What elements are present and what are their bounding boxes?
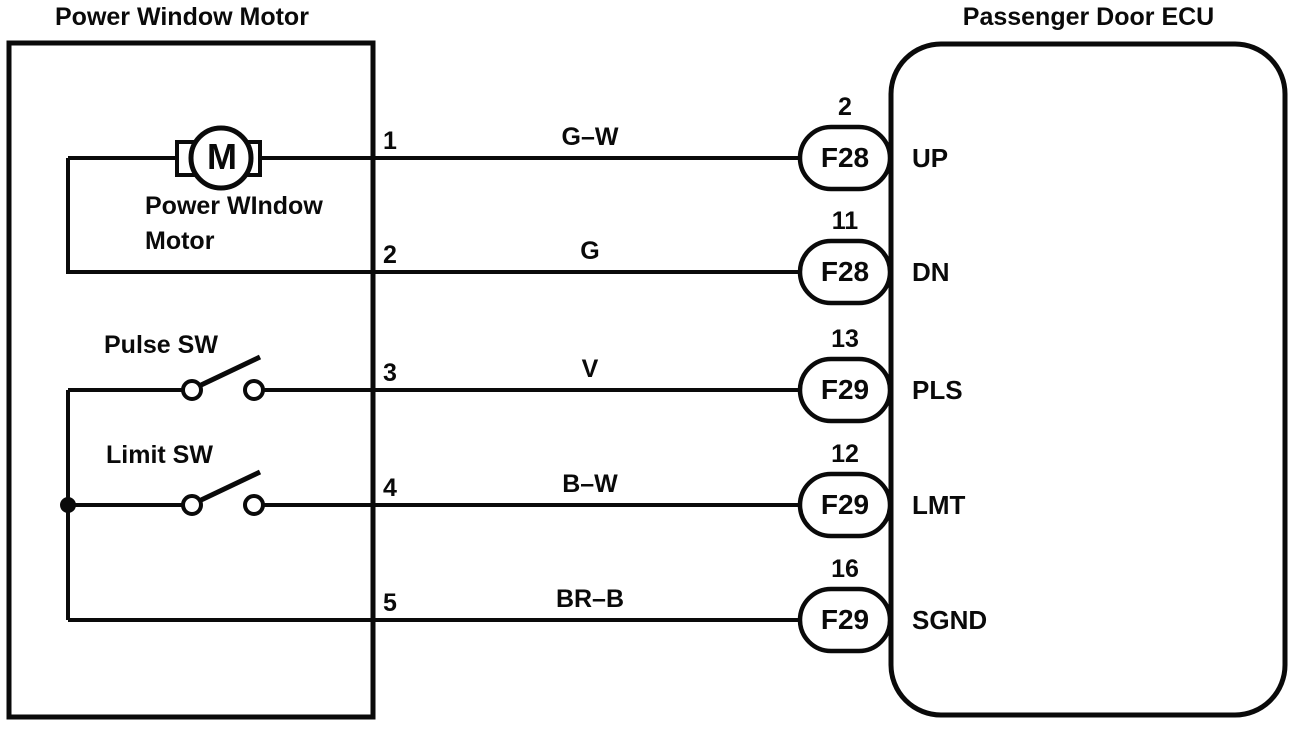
left-box-title: Power Window Motor xyxy=(55,3,309,31)
wire-number: 2 xyxy=(383,241,397,269)
ecu-pin-label: DN xyxy=(912,257,950,287)
pulse-switch-icon xyxy=(181,354,265,401)
wire-color-label: B–W xyxy=(562,470,618,498)
ecu-pin-label: SGND xyxy=(912,605,988,635)
wires xyxy=(66,156,805,622)
passenger-door-ecu-box xyxy=(888,41,1288,718)
ecu-box-title: Passenger Door ECU xyxy=(962,3,1215,31)
connector-badge: F28 xyxy=(820,142,870,173)
wire-color-label: BR–B xyxy=(555,585,625,613)
pulse-switch-label: Pulse SW xyxy=(104,331,218,359)
wire-color-label: G xyxy=(580,237,600,265)
connector-badge: F29 xyxy=(820,489,870,520)
wire-color-label: G–W xyxy=(561,123,619,151)
ecu-pin-label: UP xyxy=(912,143,949,173)
connector-oval-4 xyxy=(797,471,893,539)
wire-number: 3 xyxy=(383,359,397,387)
motor-icon xyxy=(175,125,262,191)
motor-letter: M xyxy=(207,136,237,177)
power-window-motor-box xyxy=(6,40,376,720)
connector-oval-3 xyxy=(797,356,893,424)
wire-color-label: V xyxy=(581,355,599,383)
motor-label-line1: Power WIndow xyxy=(145,192,323,220)
connector-oval-2 xyxy=(797,238,893,306)
connector-ovals xyxy=(797,124,893,654)
connector-badge: F29 xyxy=(820,604,870,635)
wire-2 xyxy=(66,158,805,274)
limit-switch-label: Limit SW xyxy=(106,441,213,469)
connector-pin-number: 16 xyxy=(831,555,859,583)
connector-oval-1 xyxy=(797,124,893,192)
ecu-pin-label: PLS xyxy=(912,375,963,405)
connector-oval-5 xyxy=(797,586,893,654)
connector-pin-number: 12 xyxy=(831,440,859,468)
wire-number: 5 xyxy=(383,589,397,617)
wire-number: 4 xyxy=(383,474,397,502)
wire-number: 1 xyxy=(383,127,397,155)
connector-pin-number: 11 xyxy=(831,207,859,235)
ecu-pin-label: LMT xyxy=(912,490,966,520)
limit-switch-icon xyxy=(181,469,265,516)
connector-badge: F29 xyxy=(820,374,870,405)
connector-pin-number: 2 xyxy=(838,93,852,121)
junction-dot xyxy=(60,497,76,513)
connector-badge: F28 xyxy=(820,256,870,287)
connector-pin-number: 13 xyxy=(831,325,859,353)
motor-label-line2: Motor xyxy=(145,227,215,255)
